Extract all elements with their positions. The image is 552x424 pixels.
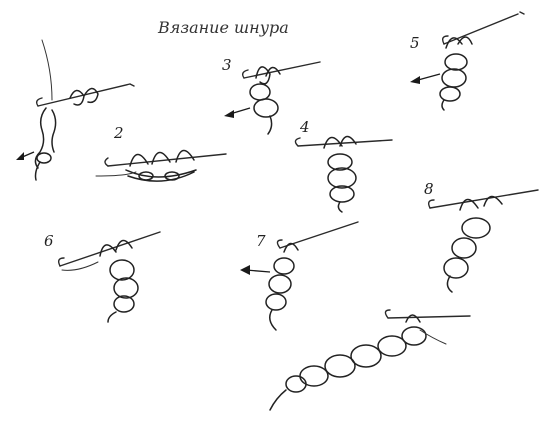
- step-2-number: 2: [113, 124, 124, 142]
- step-2-illustration: 2: [95, 124, 227, 182]
- step-6-illustration: 6: [44, 231, 161, 323]
- step-1-loops: [69, 87, 99, 106]
- final-hook: [387, 315, 471, 319]
- step-5-hook: [443, 13, 519, 45]
- step-5-number: 5: [410, 34, 420, 52]
- step-8-hook: [429, 189, 539, 209]
- step-7-illustration: 7: [240, 221, 359, 331]
- step-7-number: 7: [256, 232, 266, 250]
- step-2-hook: [107, 153, 227, 167]
- step-8-number: 8: [424, 180, 434, 198]
- diagram-title: Вязание шнура: [157, 18, 289, 37]
- step-4-illustration: 4: [294, 118, 393, 213]
- step-3-number: 3: [222, 56, 232, 74]
- step-6-hook: [59, 231, 161, 267]
- step-8-illustration: 8: [424, 180, 539, 293]
- step-1-arrow-icon: [16, 152, 24, 160]
- step-3-hook: [243, 61, 321, 79]
- finished-cord-illustration: [269, 309, 471, 411]
- step-5-illustration: 5: [410, 11, 525, 111]
- step-1-illustration: [16, 39, 135, 181]
- step-4-number: 4: [299, 118, 310, 136]
- step-3-arrow-icon: [224, 110, 234, 118]
- step-3-illustration: 3: [222, 56, 321, 135]
- step-5-arrow-icon: [410, 76, 420, 84]
- step-7-arrow-icon: [240, 265, 250, 275]
- step-6-number: 6: [44, 232, 54, 250]
- step-4-hook: [297, 139, 393, 147]
